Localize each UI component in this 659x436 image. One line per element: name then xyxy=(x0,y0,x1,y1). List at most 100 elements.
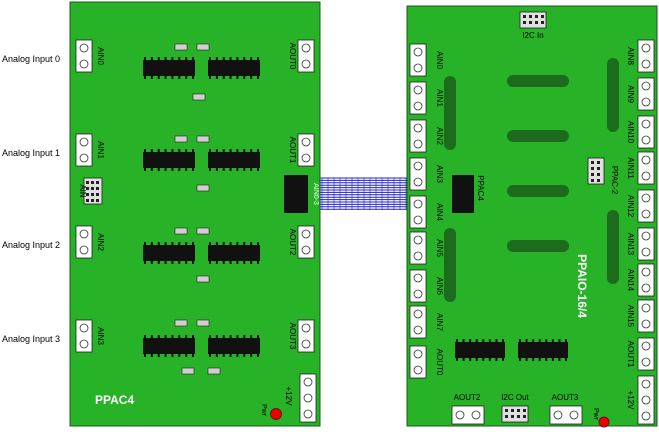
opamp-chip xyxy=(208,149,260,171)
pcb-slot xyxy=(507,130,569,142)
resistor xyxy=(196,319,210,327)
analog-input-label-0: Analog Input 0 xyxy=(2,54,61,64)
left-output-terminal xyxy=(297,319,315,353)
right-right-terminal xyxy=(637,337,655,371)
left-output-terminal xyxy=(297,225,315,259)
resistor xyxy=(207,367,221,375)
left-power-terminal xyxy=(299,373,317,423)
ppac4-connector-label: PPAC4 xyxy=(476,175,485,201)
right-left-terminal xyxy=(409,81,427,115)
pcb-slot xyxy=(607,58,619,132)
ain-jumper-block xyxy=(83,177,103,205)
right-left-label: AIN4 xyxy=(435,203,444,221)
right-ribbon-connector xyxy=(452,175,474,213)
right-left-label: AIN6 xyxy=(435,277,444,295)
left-input-terminal xyxy=(75,133,93,167)
right-left-terminal xyxy=(409,119,427,153)
ppac4-board-name: PPAC4 xyxy=(95,393,134,407)
analog-input-label-3: Analog Input 3 xyxy=(2,334,61,344)
right-right-label: AIN10 xyxy=(626,121,635,144)
left-input-terminal xyxy=(75,319,93,353)
left-input-label: AIN0 xyxy=(96,47,105,65)
bottom-terminal-label: AOUT2 xyxy=(454,393,481,402)
right-right-label: AIN12 xyxy=(626,195,635,218)
left-led-label: Pwr xyxy=(260,404,267,417)
analog-input-label-2: Analog Input 2 xyxy=(2,240,61,250)
resistor xyxy=(192,93,206,101)
ppac2-header xyxy=(587,157,605,185)
right-left-label: AIN5 xyxy=(435,239,444,257)
right-left-label: AIN0 xyxy=(435,51,444,69)
right-right-label: AIN8 xyxy=(626,47,635,65)
left-output-terminal xyxy=(297,39,315,73)
opamp-chip xyxy=(208,335,260,357)
right-left-terminal xyxy=(409,269,427,303)
right-right-terminal xyxy=(637,39,655,73)
pcb-slot xyxy=(607,210,619,284)
right-left-label: AOUT0 xyxy=(435,349,444,376)
right-left-terminal xyxy=(409,43,427,77)
resistor xyxy=(196,135,210,143)
opamp-chip xyxy=(143,242,195,264)
resistor xyxy=(174,135,188,143)
right-bottom-terminals: AOUT2 I2C Out AOUT3 xyxy=(451,393,583,425)
right-left-label: AIN7 xyxy=(435,313,444,331)
resistor xyxy=(196,43,210,51)
right-power-led xyxy=(598,416,610,428)
opamp-chip xyxy=(208,57,260,79)
ppac2-label: PPAC-2 xyxy=(610,166,619,195)
left-input-terminal xyxy=(75,39,93,73)
right-left-label: AIN1 xyxy=(435,89,444,107)
ribbon-label: AIN0-3 xyxy=(312,183,319,205)
dac-chip xyxy=(518,339,568,361)
left-output-terminal xyxy=(297,133,315,167)
resistor xyxy=(196,275,210,283)
right-left-label: AIN2 xyxy=(435,127,444,145)
right-right-label: AIN15 xyxy=(626,305,635,328)
opamp-chip xyxy=(143,57,195,79)
right-left-terminal xyxy=(409,345,427,379)
left-input-label: AIN2 xyxy=(96,233,105,251)
left-power-led xyxy=(270,408,282,420)
pcb-slot xyxy=(507,75,569,87)
right-left-terminal xyxy=(409,231,427,265)
ain-jumper-label: AIN xyxy=(78,184,87,198)
i2c-out-terminal xyxy=(501,405,529,423)
right-power-terminal xyxy=(637,375,655,425)
right-right-label: AIN9 xyxy=(626,85,635,103)
opamp-chip xyxy=(143,335,195,357)
right-power-label: +12V xyxy=(626,391,635,411)
right-right-terminal xyxy=(637,227,655,261)
resistor xyxy=(174,43,188,51)
resistor xyxy=(174,319,188,327)
left-input-label: AIN1 xyxy=(96,141,105,159)
left-output-label: AOUT3 xyxy=(288,323,297,350)
right-chips xyxy=(455,339,568,361)
right-left-label: AIN3 xyxy=(435,165,444,183)
left-output-label: AOUT0 xyxy=(288,43,297,70)
ppaio-board-name: PPAIO-16/4 xyxy=(575,254,589,318)
opamp-chip xyxy=(208,242,260,264)
aout2-terminal xyxy=(451,405,485,425)
right-right-terminal xyxy=(637,189,655,223)
right-left-terminal xyxy=(409,195,427,229)
analog-input-label-1: Analog Input 1 xyxy=(2,148,61,158)
pcb-slot xyxy=(444,228,456,302)
pcb-slot xyxy=(507,185,569,197)
i2c-in-label: I2C In xyxy=(522,31,543,40)
i2c-in-header xyxy=(519,11,547,29)
bottom-terminal-label: AOUT3 xyxy=(552,393,579,402)
resistor xyxy=(181,367,195,375)
right-right-terminal xyxy=(637,151,655,185)
left-small-components xyxy=(174,43,221,375)
right-right-terminal xyxy=(637,263,655,297)
right-right-terminal xyxy=(637,115,655,149)
left-output-label: AOUT1 xyxy=(288,137,297,164)
right-right-terminals: AIN8AIN9AIN10AIN11AIN12AIN13AIN14AIN15AO… xyxy=(626,39,655,425)
resistor xyxy=(174,227,188,235)
right-right-label: AIN13 xyxy=(626,233,635,256)
bottom-terminal-label: I2C Out xyxy=(501,393,529,402)
